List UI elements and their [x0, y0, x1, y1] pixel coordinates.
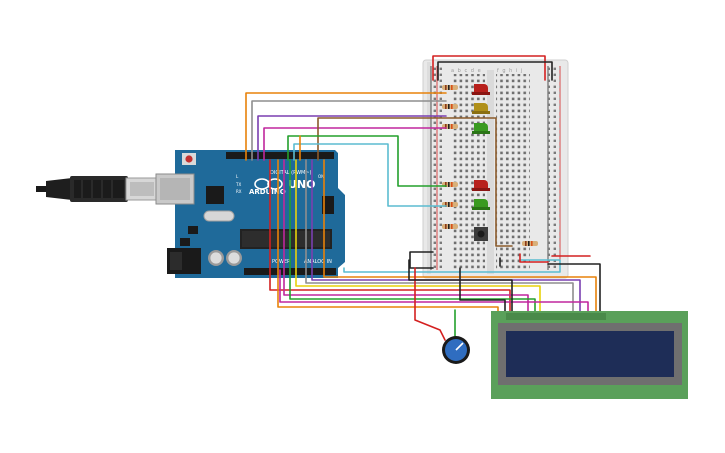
resistors [442, 85, 538, 246]
on-led-label: ON [318, 174, 324, 179]
reset-button-icon [182, 153, 196, 165]
tx-led-label: TX [235, 182, 241, 187]
wires [245, 55, 601, 341]
led-green-top [472, 123, 490, 134]
arduino-brand-label: ARDUINO [249, 188, 286, 196]
l-led-label: L [236, 174, 239, 179]
bb-letters-left: a b c d e [451, 68, 481, 74]
power-header-label: POWER [272, 259, 291, 265]
arduino-model-label: UNO [288, 178, 316, 191]
analog-header-label: ANALOG IN [304, 259, 332, 265]
led-yellow [472, 103, 490, 114]
arduino-logo-icon [254, 178, 283, 190]
lcd-16x2-icon [491, 311, 688, 399]
rx-led-label: RX [236, 189, 242, 194]
bb-letters-right: f g h i j [497, 68, 522, 74]
led-red-top [472, 84, 490, 95]
arduino-uno-board: ARDUINO UNO DIGITAL (PWM~) POWER ANALOG … [155, 150, 345, 278]
potentiometer-icon [442, 336, 470, 364]
usb-cable-icon [36, 176, 159, 202]
led-green-bottom [472, 199, 490, 210]
pushbutton-icon [474, 227, 488, 241]
led-red-bottom [472, 180, 490, 191]
